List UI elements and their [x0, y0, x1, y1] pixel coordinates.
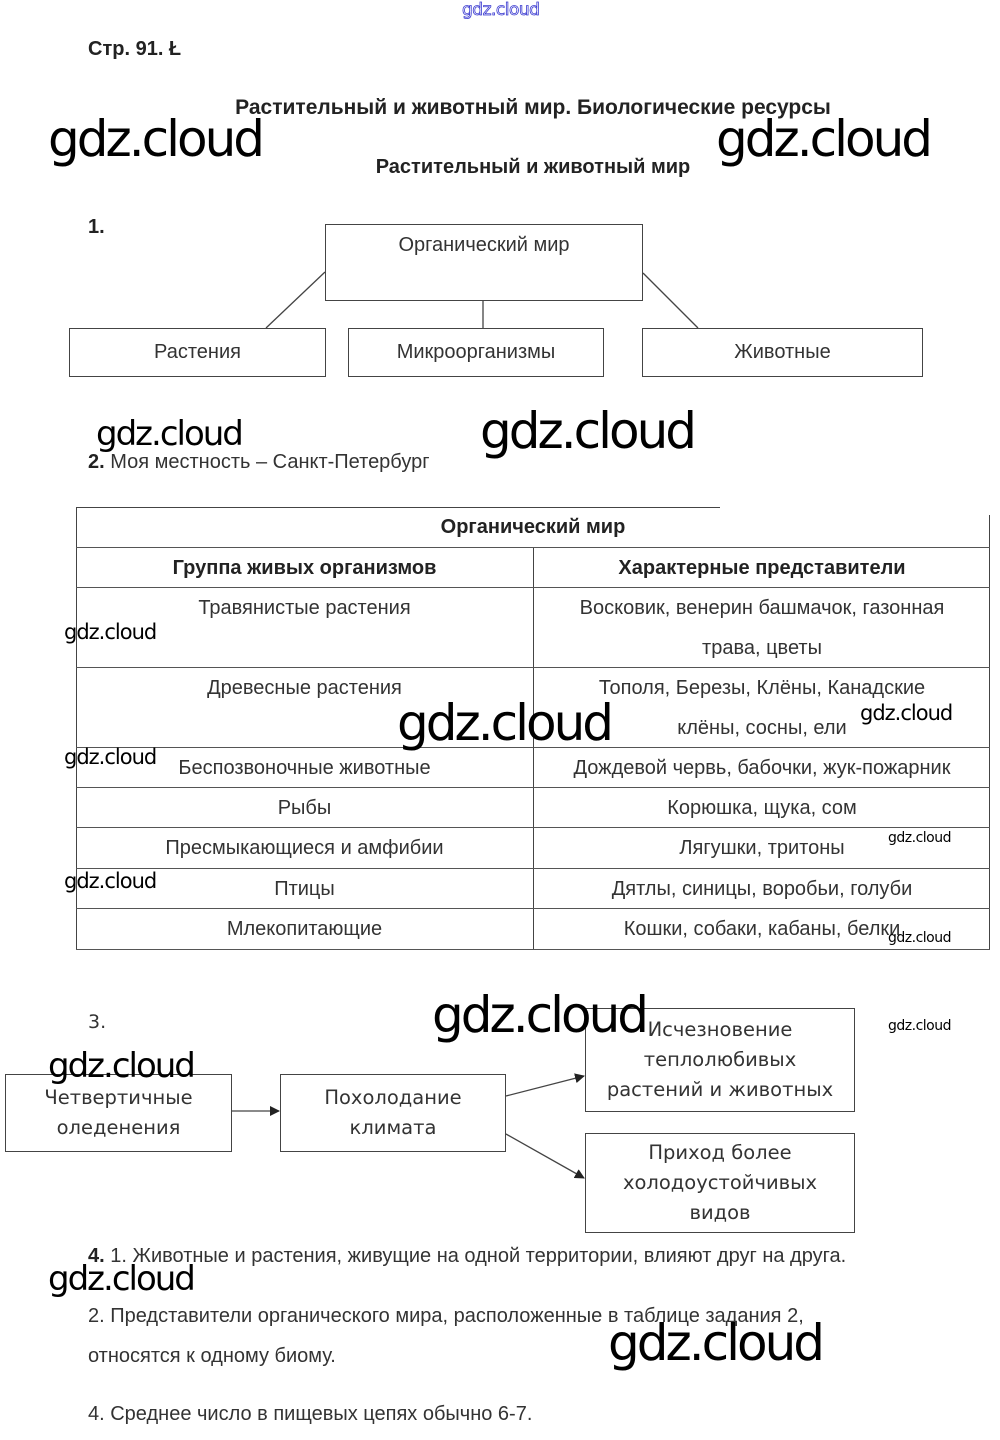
- task3-number: 3.: [88, 1011, 107, 1033]
- watermark: gdz.cloud: [432, 986, 649, 1044]
- table-cell-group: Млекопитающие: [226, 918, 383, 940]
- examples-line: клёны, сосны, ели: [677, 717, 847, 739]
- table-cell-examples: Дятлы, синицы, воробьи, голуби: [533, 869, 990, 908]
- answer-text: 1. Животные и растения, живущие на одной…: [110, 1245, 847, 1267]
- watermark: gdz.cloud: [608, 1314, 825, 1372]
- table-row: Рыбы Корюшка, щука, сом: [76, 788, 990, 828]
- task4-answer-2: 2. Представители органического мира, рас…: [88, 1305, 804, 1327]
- diagram-child-animals: Животные: [642, 328, 923, 377]
- page-title: Растительный и животный мир. Биологическ…: [235, 96, 831, 119]
- watermark-top: gdz.cloud: [462, 0, 541, 20]
- watermark: gdz.cloud: [888, 930, 951, 946]
- table-top-border: [76, 507, 720, 508]
- watermark: gdz.cloud: [48, 110, 265, 168]
- task4-answer-1: 4. 1. Животные и растения, живущие на од…: [88, 1245, 846, 1268]
- table-cell-examples: Восковик, венерин башмачок, газонная тра…: [533, 588, 990, 667]
- watermark: gdz.cloud: [64, 745, 157, 769]
- task2-line: 2. Моя местность – Санкт-Петербург: [88, 451, 430, 474]
- table-cell-group: Рыбы: [277, 797, 332, 819]
- flow-text: растений и животных: [606, 1078, 834, 1101]
- flow-text: Четвертичные: [44, 1086, 193, 1109]
- flow-text: Похолодание: [324, 1086, 462, 1109]
- table-title: Органический мир: [440, 516, 626, 538]
- flow-text: Исчезновение: [647, 1018, 793, 1041]
- diagram-root-box: Органический мир: [325, 224, 643, 301]
- watermark: gdz.cloud: [860, 701, 953, 725]
- diagram-child-label: Животные: [734, 341, 831, 363]
- table-cell-examples: Дождевой червь, бабочки, жук-пожарник: [533, 748, 990, 787]
- table-cell-group: Беспозвоночные животные: [178, 757, 431, 779]
- task4-number: 4.: [88, 1245, 105, 1267]
- table-header-group: Группа живых организмов: [172, 557, 437, 579]
- watermark: gdz.cloud: [48, 1046, 196, 1086]
- table-cell-examples: Корюшка, щука, сом: [533, 788, 990, 827]
- watermark: gdz.cloud: [64, 620, 157, 644]
- flow-result-arrival-box: Приход более холодоустойчивых видов: [585, 1133, 855, 1233]
- connector-animals: [642, 272, 699, 329]
- watermark: gdz.cloud: [480, 402, 697, 460]
- task2-locality: Моя местность – Санкт-Петербург: [110, 451, 430, 473]
- flow-result-extinction-box: Исчезновение теплолюбивых растений и жив…: [585, 1008, 855, 1112]
- table-row: Млекопитающие Кошки, собаки, кабаны, бел…: [76, 909, 990, 950]
- table-header-examples: Характерные представители: [533, 548, 990, 587]
- table-right-border: [989, 515, 990, 949]
- examples-line: трава, цветы: [702, 637, 822, 659]
- examples-line: Тополя, Березы, Клёны, Канадские: [598, 677, 926, 699]
- flow-text: Приход более: [648, 1141, 792, 1164]
- connector-plants: [265, 271, 326, 329]
- task2-number: 2.: [88, 451, 105, 473]
- diagram-child-label: Растения: [154, 341, 241, 363]
- flow-text: видов: [689, 1201, 751, 1224]
- table-row: Пресмыкающиеся и амфибии Лягушки, тритон…: [76, 828, 990, 869]
- table-cell-examples: Лягушки, тритоны: [533, 828, 990, 868]
- table-row: Птицы Дятлы, синицы, воробьи, голуби: [76, 869, 990, 909]
- diagram-child-microorganisms: Микроорганизмы: [348, 328, 604, 377]
- diagram-child-label: Микроорганизмы: [396, 341, 556, 363]
- table-cell-group: Травянистые растения: [198, 597, 411, 619]
- table-header-row: Группа живых организмов Характерные пред…: [76, 548, 990, 588]
- table-row: Травянистые растения Восковик, венерин б…: [76, 588, 990, 668]
- task1-number: 1.: [88, 216, 105, 238]
- table-cell-group: Древесные растения: [207, 677, 402, 699]
- table-cell-examples: Тополя, Березы, Клёны, Канадские клёны, …: [533, 668, 990, 747]
- table-row: Древесные растения Тополя, Березы, Клёны…: [76, 668, 990, 748]
- task4-answer-4: 4. Среднее число в пищевых цепях обычно …: [88, 1403, 533, 1425]
- table-row: Беспозвоночные животные Дождевой червь, …: [76, 748, 990, 788]
- watermark: gdz.cloud: [48, 1259, 196, 1299]
- flow-text: оледенения: [56, 1116, 181, 1139]
- flow-text: климата: [349, 1116, 437, 1139]
- flow-cause-box: Четвертичные оледенения: [5, 1074, 232, 1152]
- diagram-root-label: Органический мир: [398, 234, 570, 256]
- flow-effect-box: Похолодание климата: [280, 1074, 506, 1152]
- flow-text: холодоустойчивых: [622, 1171, 818, 1194]
- task4-answer-2-cont: относятся к одному биому.: [88, 1345, 336, 1367]
- watermark: gdz.cloud: [888, 830, 951, 846]
- table-cell-group: Пресмыкающиеся и амфибии: [165, 837, 444, 859]
- table-cell-group: Птицы: [274, 878, 335, 900]
- watermark: gdz.cloud: [397, 694, 614, 752]
- arrow-effect-to-result2: [505, 1133, 585, 1179]
- watermark: gdz.cloud: [888, 1018, 951, 1034]
- page-label: Стр. 91. Ł: [88, 38, 182, 60]
- watermark: gdz.cloud: [716, 110, 933, 168]
- page-subtitle: Растительный и животный мир: [375, 156, 691, 178]
- arrow-effect-to-result1: [505, 1073, 585, 1097]
- table-title-row: Органический мир: [76, 507, 990, 548]
- examples-line: Восковик, венерин башмачок, газонная: [579, 597, 945, 619]
- flow-text: теплолюбивых: [643, 1048, 797, 1071]
- table-cell-examples: Кошки, собаки, кабаны, белки: [533, 909, 990, 949]
- table-left-border: [76, 507, 77, 949]
- diagram-child-plants: Растения: [69, 328, 326, 377]
- watermark: gdz.cloud: [96, 414, 244, 454]
- watermark: gdz.cloud: [64, 869, 157, 893]
